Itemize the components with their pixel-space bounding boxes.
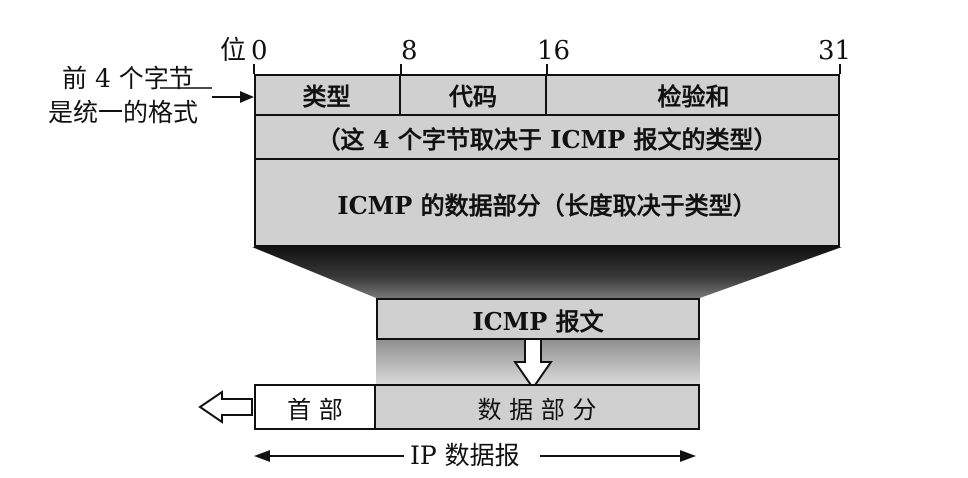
type-dependent-row: （这 4 个字节取决于 ICMP 报文的类型）	[254, 116, 840, 160]
funnel-shadow	[252, 247, 842, 298]
side-note-line1: 前 4 个字节	[62, 64, 194, 93]
ip-datagram-label: IP 数据报	[410, 441, 520, 470]
span-arrow-left	[254, 450, 270, 462]
icmp-data-row: ICMP 的数据部分（长度取决于类型）	[337, 191, 757, 220]
down-arrow	[513, 337, 553, 390]
bit-8-label: 8	[401, 36, 418, 66]
icmp-format-box	[254, 74, 840, 247]
bit-position-label: 位	[220, 36, 247, 66]
ip-data-box: 数 据 部 分	[374, 384, 700, 430]
span-arrow-right	[680, 450, 696, 462]
side-note-line2: 是统一的格式	[48, 98, 199, 127]
field-code: 代码	[401, 74, 547, 116]
bit-0-label: 0	[251, 36, 268, 66]
icmp-message-box: ICMP 报文	[376, 298, 700, 340]
bit-31-label: 31	[818, 36, 852, 66]
left-arrow	[198, 390, 253, 424]
field-checksum: 检验和	[547, 74, 840, 116]
ip-header-box: 首 部	[254, 384, 376, 430]
field-type: 类型	[254, 74, 401, 116]
side-note-arrow-head	[240, 91, 254, 103]
bit-16-label: 16	[537, 36, 571, 66]
